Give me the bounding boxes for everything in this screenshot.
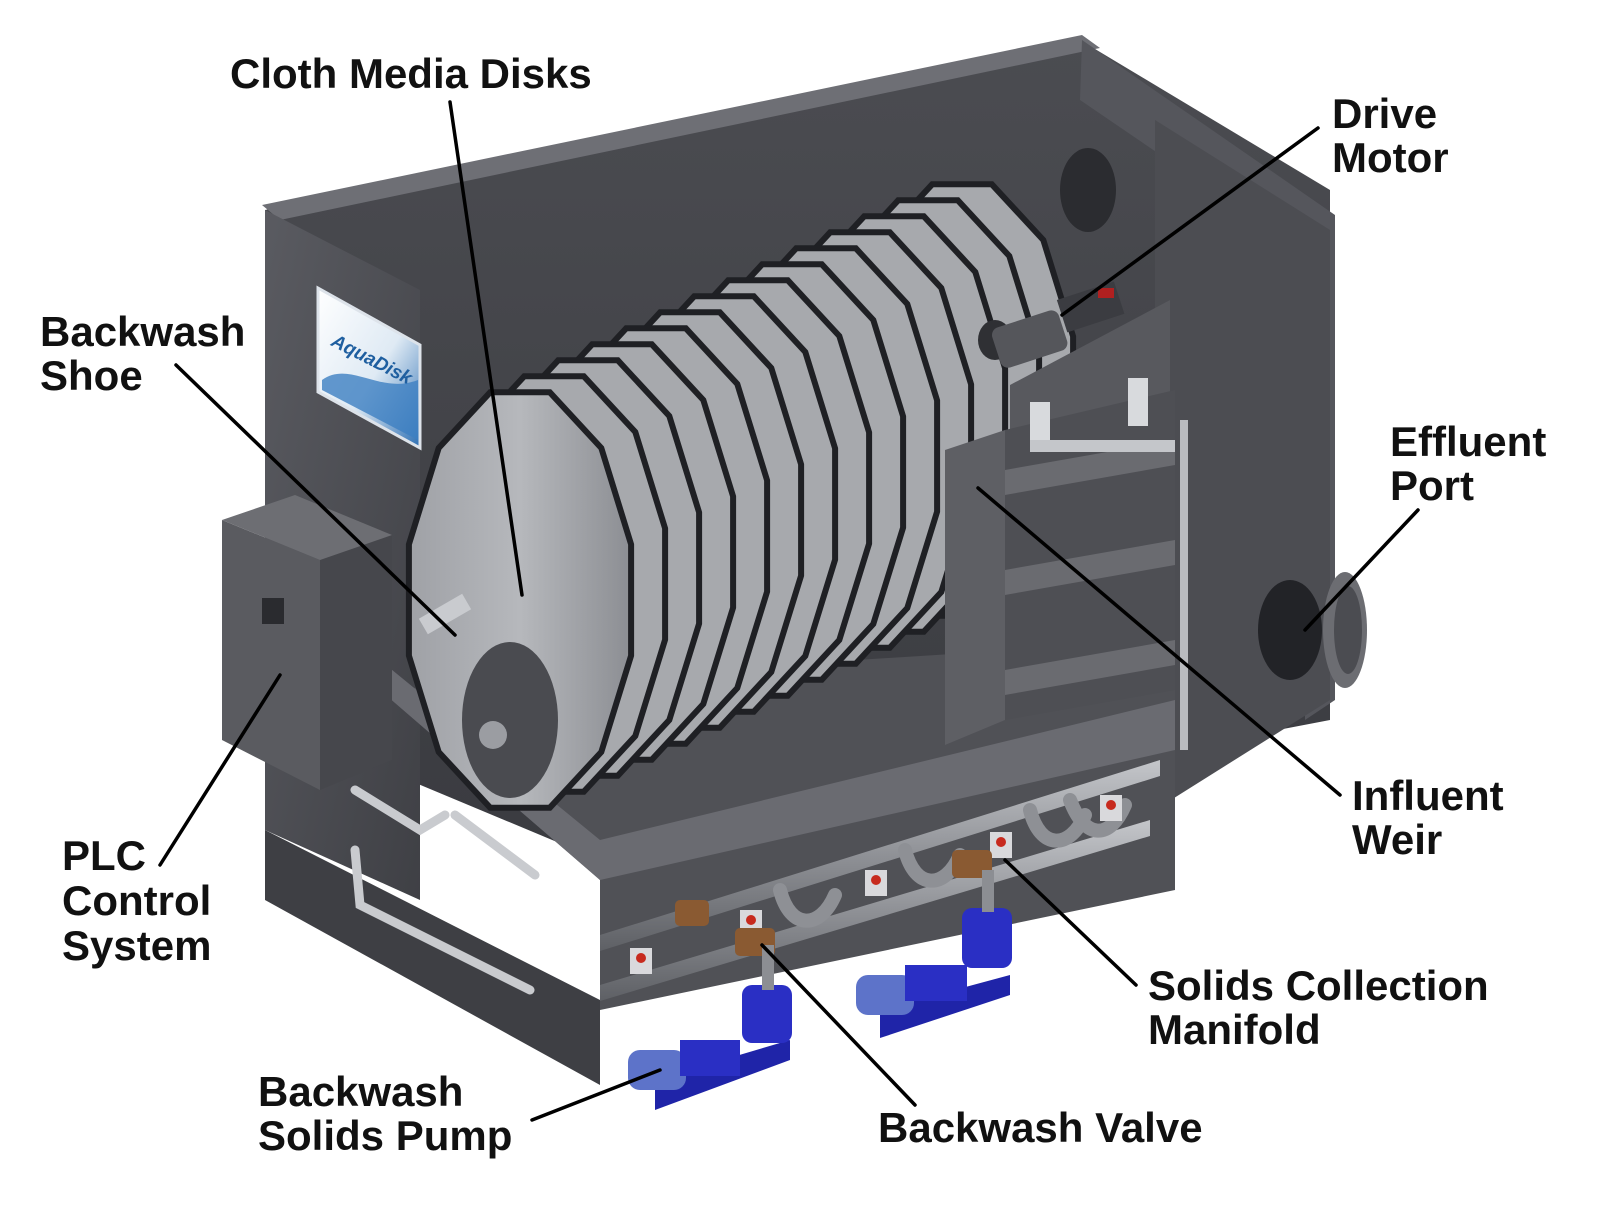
label-influent-weir-line-1: Influent xyxy=(1352,772,1504,819)
label-influent-weir-line-2: Weir xyxy=(1352,816,1442,863)
leader-backwash-valve xyxy=(760,943,917,1107)
label-drive-motor: Drive Motor xyxy=(1332,90,1449,181)
leader-effluent-port xyxy=(1303,508,1420,632)
leader-lines xyxy=(158,100,1420,1122)
label-plc-line-1: PLC xyxy=(62,832,146,879)
leader-plc-control-system xyxy=(158,673,282,867)
label-bsp-line-1: Backwash xyxy=(258,1068,463,1115)
label-backwash-valve-line: Backwash Valve xyxy=(878,1104,1203,1151)
upper-port-opening xyxy=(1060,148,1116,232)
leader-backwash-solids-pump xyxy=(530,1068,662,1122)
label-effluent-port-line-1: Effluent xyxy=(1390,418,1546,465)
label-plc-line-2: Control xyxy=(62,877,211,924)
label-scm-line-1: Solids Collection xyxy=(1148,962,1489,1009)
leader-drive-motor xyxy=(1060,126,1320,317)
label-cloth-media-disks-line: Cloth Media Disks xyxy=(230,50,592,97)
label-influent-weir: Influent Weir xyxy=(1352,772,1515,863)
label-backwash-shoe-line-2: Shoe xyxy=(40,352,143,399)
label-plc-control-system: PLC Control System xyxy=(62,832,223,969)
callout-labels: Cloth Media Disks Drive Motor Backwash S… xyxy=(40,50,1558,1159)
aquadisk-brand-panel: AquaDisk xyxy=(316,285,422,451)
label-effluent-port-line-2: Port xyxy=(1390,462,1474,509)
plc-control-enclosure xyxy=(222,495,392,790)
label-backwash-valve: Backwash Valve xyxy=(878,1104,1203,1151)
disk-drum-hub xyxy=(462,642,558,798)
label-scm-line-2: Manifold xyxy=(1148,1006,1321,1053)
label-solids-collection-manifold: Solids Collection Manifold xyxy=(1148,962,1500,1053)
label-drive-motor-line-1: Drive xyxy=(1332,90,1437,137)
backwash-shoe xyxy=(418,593,472,635)
label-cloth-media-disks: Cloth Media Disks xyxy=(230,50,592,97)
label-backwash-shoe: Backwash Shoe xyxy=(40,308,257,399)
label-plc-line-3: System xyxy=(62,922,211,969)
tank-base-left xyxy=(265,830,600,1085)
tank-top-rim xyxy=(262,35,1100,220)
label-backwash-shoe-line-1: Backwash xyxy=(40,308,245,355)
trough-lip xyxy=(380,660,1175,880)
backwash-solids-pump-2 xyxy=(856,870,1012,1038)
influent-weir xyxy=(945,378,1188,750)
leader-cloth-media-disks xyxy=(448,100,524,597)
leader-backwash-shoe xyxy=(174,363,457,637)
disk-drum-shaft xyxy=(479,721,507,749)
label-backwash-solids-pump: Backwash Solids Pump xyxy=(258,1068,512,1159)
leader-solids-collection-manifold xyxy=(1003,858,1138,987)
label-bsp-line-2: Solids Pump xyxy=(258,1112,512,1159)
label-effluent-port: Effluent Port xyxy=(1390,418,1558,509)
left-side-pipework xyxy=(350,785,540,995)
label-drive-motor-line-2: Motor xyxy=(1332,134,1449,181)
backwash-solids-pump-1 xyxy=(628,945,792,1110)
leader-influent-weir xyxy=(976,486,1342,797)
